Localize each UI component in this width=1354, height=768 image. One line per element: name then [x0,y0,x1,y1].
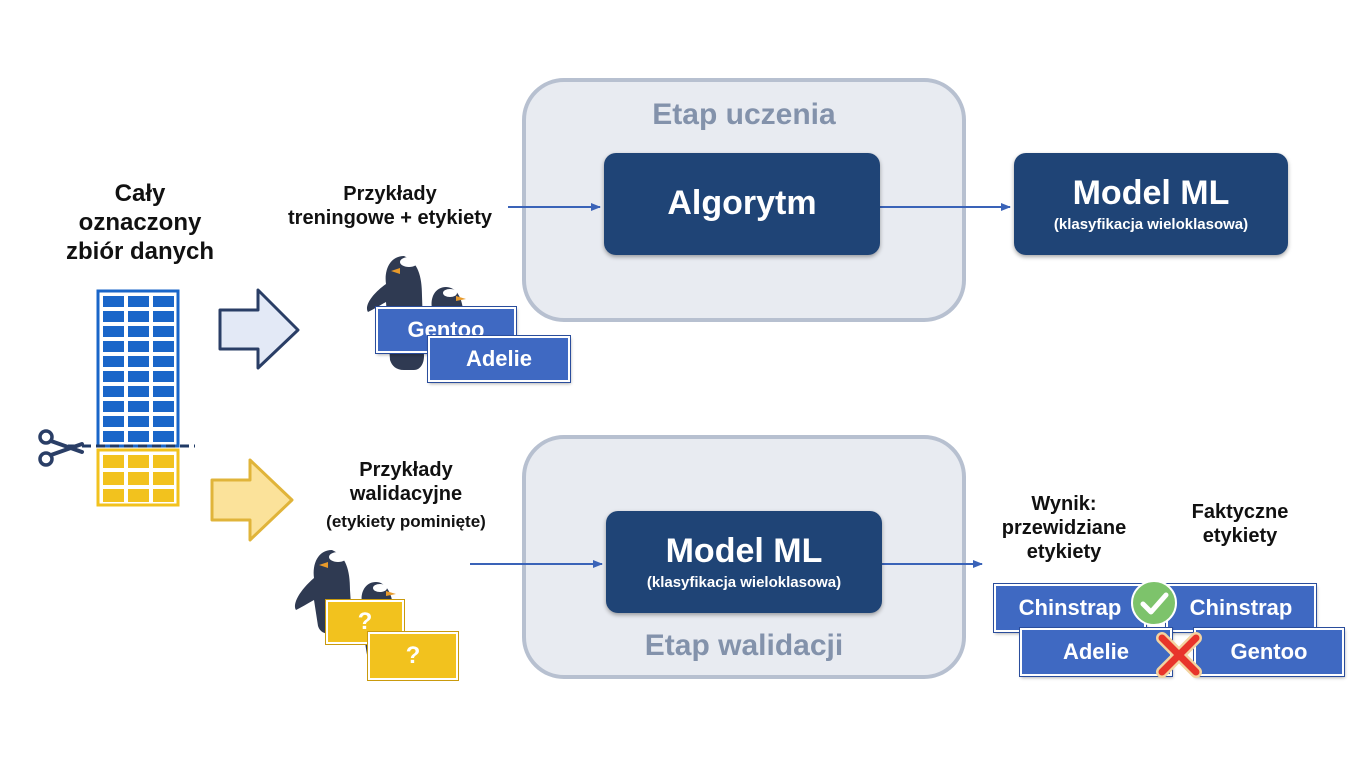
trained-model-box: Model ML (klasyfikacja wieloklasowa) [1014,153,1288,255]
validation-examples-subcaption: (etykiety pominięte) [326,512,486,531]
predicted-label-chinstrap: Chinstrap [993,583,1147,633]
grid-cell [103,472,124,485]
actual-labels-caption: Faktyczne etykiety [1191,501,1289,547]
grid-cell [128,356,149,367]
dataset-title: Cały oznaczony zbiór danych [65,180,215,265]
training-split-arrow-icon [218,288,300,370]
training-label-adelie: Adelie [427,335,571,383]
grid-cell [103,311,124,322]
grid-cell [128,431,149,442]
grid-cell [153,455,174,468]
grid-cell [128,326,149,337]
grid-cell [128,296,149,307]
grid-cell [153,489,174,502]
grid-cell [153,296,174,307]
grid-cell [128,386,149,397]
grid-cell [103,341,124,352]
grid-cell [103,356,124,367]
grid-cell [153,416,174,427]
validation-examples-caption: Przykłady walidacyjne [349,459,463,505]
trained-model-subtitle: (klasyfikacja wieloklasowa) [1053,216,1249,234]
validation-model-title: Model ML [665,531,823,570]
grid-cell [103,455,124,468]
grid-cell [128,401,149,412]
validation-stage-title: Etap walidacji [644,629,844,662]
validation-model-box: Model ML (klasyfikacja wieloklasowa) [606,511,882,613]
predicted-label-adelie: Adelie [1019,627,1173,677]
dataset-grid-icon [68,289,195,507]
grid-cell [153,472,174,485]
grid-cell [103,326,124,337]
grid-cell [103,489,124,502]
grid-cell [153,431,174,442]
grid-cell [128,489,149,502]
grid-cell [103,386,124,397]
predicted-labels-caption: Wynik: przewidziane etykiety [1001,493,1127,563]
check-icon [1131,580,1177,626]
trained-model-title: Model ML [1072,173,1230,212]
algorithm-title: Algorytm [667,184,817,223]
grid-cell [128,371,149,382]
validation-unknown-label-2: ? [367,631,459,681]
grid-cell [153,341,174,352]
grid-cell [153,356,174,367]
training-stage-title: Etap uczenia [652,98,836,131]
validation-split-arrow-icon [210,458,294,542]
grid-cell [153,401,174,412]
actual-label-chinstrap: Chinstrap [1165,583,1317,633]
grid-cell [103,371,124,382]
grid-cell [103,401,124,412]
cross-icon [1156,632,1202,678]
grid-cell [128,472,149,485]
grid-cell [128,416,149,427]
grid-cell [103,296,124,307]
grid-cell [153,326,174,337]
grid-cell [153,386,174,397]
training-examples-caption: Przykłady treningowe + etykiety [288,183,492,229]
actual-label-gentoo: Gentoo [1193,627,1345,677]
grid-cell [128,455,149,468]
grid-cell [153,371,174,382]
grid-cell [103,431,124,442]
grid-cell [128,311,149,322]
grid-cell [153,311,174,322]
validation-model-subtitle: (klasyfikacja wieloklasowa) [646,574,842,592]
grid-cell [128,341,149,352]
grid-cell [103,416,124,427]
algorithm-box: Algorytm [604,153,880,255]
scissors-icon [38,429,84,467]
